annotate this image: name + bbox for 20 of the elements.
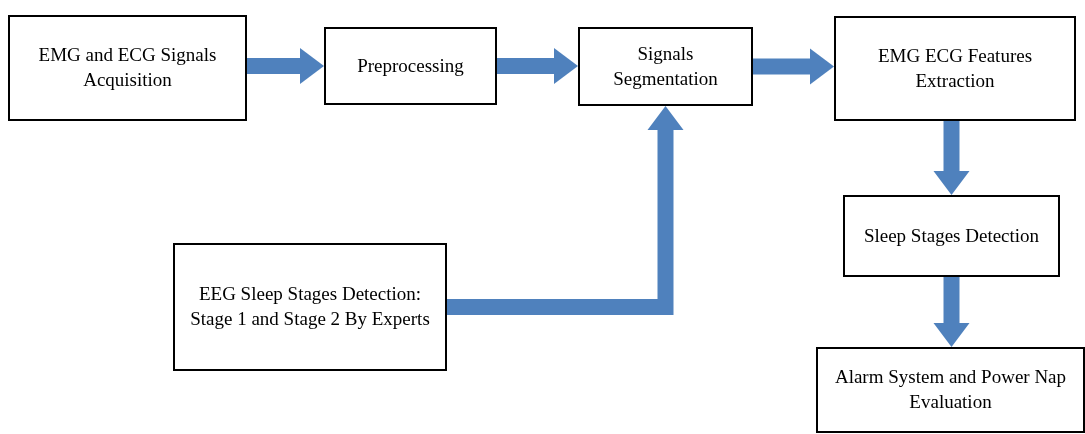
process-box	[834, 16, 1076, 121]
box-label: Preprocessing	[357, 53, 464, 78]
box-label: EMG ECG Features Extraction	[876, 43, 1034, 93]
block-arrow	[753, 48, 834, 85]
process-box	[816, 347, 1085, 433]
process-box	[843, 195, 1060, 277]
process-box	[8, 15, 247, 121]
process-box	[173, 243, 447, 371]
box-label: Alarm System and Power Nap Evaluation	[833, 365, 1068, 414]
box-label: Signals Segmentation	[612, 41, 719, 91]
block-arrow	[447, 106, 684, 315]
block-arrow	[497, 48, 578, 84]
box-label: EMG and ECG Signals Acquisition	[37, 43, 218, 92]
process-box	[578, 27, 753, 106]
block-arrow	[933, 277, 970, 347]
block-arrow	[933, 121, 970, 195]
box-label: Sleep Stages Detection	[863, 223, 1040, 248]
box-label: EEG Sleep Stages Detection: Stage 1 and Stage 2 By Experts	[189, 282, 431, 331]
block-arrow	[247, 48, 324, 84]
process-box	[324, 27, 497, 105]
